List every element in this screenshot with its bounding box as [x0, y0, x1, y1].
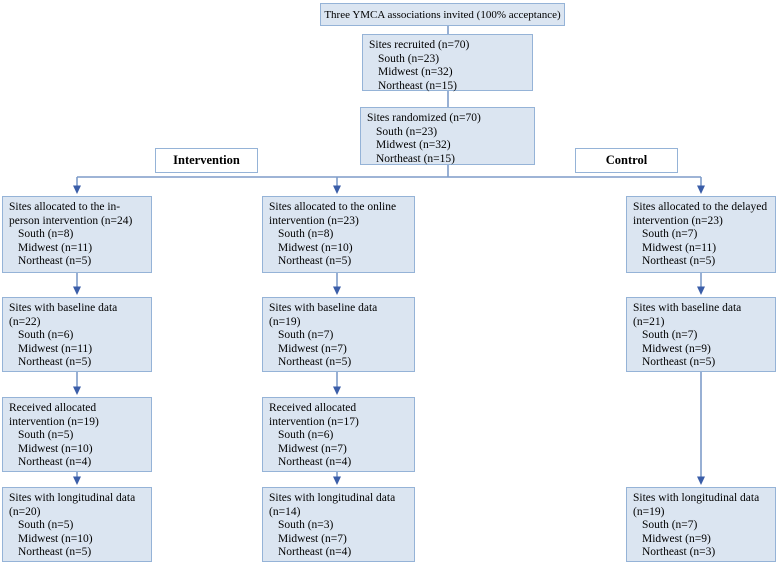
inperson-received-northeast: Northeast (n=4): [18, 456, 92, 468]
online-allocated-midwest: Midwest (n=10): [278, 241, 353, 254]
online-received-title: Received allocated intervention (n=17): [269, 402, 359, 428]
inperson-allocated-northeast: Northeast (n=5): [18, 255, 92, 267]
box-online-allocated: Sites allocated to the online interventi…: [262, 196, 415, 273]
delayed-allocated-title: Sites allocated to the delayed intervent…: [633, 201, 768, 227]
online-received-midwest: Midwest (n=7): [278, 442, 347, 455]
online-received-northeast: Northeast (n=4): [278, 456, 352, 468]
inperson-baseline-title: Sites with baseline data (n=22): [9, 302, 118, 328]
randomized-midwest: Midwest (n=32): [376, 139, 451, 151]
inperson-baseline-northeast: Northeast (n=5): [18, 356, 92, 368]
online-longitudinal-title: Sites with longitudinal data (n=14): [269, 492, 396, 518]
online-longitudinal-south: South (n=3): [278, 519, 334, 531]
online-allocated-south: South (n=8): [278, 228, 334, 240]
box-randomized: Sites randomized (n=70) South (n=23) Mid…: [360, 107, 535, 165]
box-delayed-longitudinal: Sites with longitudinal data (n=19) Sout…: [626, 487, 776, 562]
inperson-longitudinal-northeast: Northeast (n=5): [18, 546, 92, 558]
inperson-received-midwest: Midwest (n=10): [18, 442, 93, 455]
online-baseline-title: Sites with baseline data (n=19): [269, 302, 378, 328]
delayed-longitudinal-midwest: Midwest (n=9): [642, 532, 711, 545]
delayed-baseline-northeast: Northeast (n=5): [642, 356, 716, 368]
inperson-allocated-south: South (n=8): [18, 228, 74, 240]
box-invited: Three YMCA associations invited (100% ac…: [320, 3, 565, 26]
box-online-received: Received allocated intervention (n=17) S…: [262, 397, 415, 472]
randomized-northeast: Northeast (n=15): [376, 152, 455, 165]
box-inperson-received: Received allocated intervention (n=19) S…: [2, 397, 152, 472]
inperson-received-south: South (n=5): [18, 429, 74, 441]
online-allocated-northeast: Northeast (n=5): [278, 255, 352, 267]
box-delayed-allocated: Sites allocated to the delayed intervent…: [626, 196, 776, 273]
box-online-longitudinal: Sites with longitudinal data (n=14) Sout…: [262, 487, 415, 562]
recruited-midwest: Midwest (n=32): [378, 66, 453, 78]
label-intervention: Intervention: [155, 148, 258, 173]
online-baseline-northeast: Northeast (n=5): [278, 356, 352, 368]
inperson-received-title: Received allocated intervention (n=19): [9, 402, 99, 428]
online-longitudinal-northeast: Northeast (n=4): [278, 546, 352, 558]
box-inperson-allocated: Sites allocated to the in-person interve…: [2, 196, 152, 273]
delayed-allocated-northeast: Northeast (n=5): [642, 255, 716, 267]
delayed-longitudinal-title: Sites with longitudinal data (n=19): [633, 492, 760, 518]
box-inperson-baseline: Sites with baseline data (n=22) South (n…: [2, 297, 152, 372]
delayed-longitudinal-northeast: Northeast (n=3): [642, 546, 716, 558]
online-allocated-title: Sites allocated to the online interventi…: [269, 201, 397, 227]
recruited-south: South (n=23): [378, 52, 440, 65]
recruited-northeast: Northeast (n=15): [378, 79, 457, 92]
inperson-baseline-south: South (n=6): [18, 329, 74, 341]
delayed-baseline-title: Sites with baseline data (n=21): [633, 302, 742, 328]
box-recruited: Sites recruited (n=70) South (n=23) Midw…: [362, 34, 533, 92]
online-longitudinal-midwest: Midwest (n=7): [278, 532, 347, 545]
delayed-longitudinal-south: South (n=7): [642, 519, 698, 531]
online-baseline-south: South (n=7): [278, 329, 334, 341]
invited-text: Three YMCA associations invited (100% ac…: [324, 8, 561, 21]
control-label-text: Control: [605, 153, 648, 167]
inperson-baseline-midwest: Midwest (n=11): [18, 342, 93, 355]
box-inperson-longitudinal: Sites with longitudinal data (n=20) Sout…: [2, 487, 152, 562]
box-delayed-baseline: Sites with baseline data (n=21) South (n…: [626, 297, 776, 372]
online-baseline-midwest: Midwest (n=7): [278, 342, 347, 355]
randomized-south: South (n=23): [376, 125, 438, 138]
randomized-title: Sites randomized (n=70): [367, 112, 481, 124]
intervention-label-text: Intervention: [173, 153, 240, 167]
delayed-baseline-midwest: Midwest (n=9): [642, 342, 711, 355]
delayed-allocated-midwest: Midwest (n=11): [642, 241, 717, 254]
box-online-baseline: Sites with baseline data (n=19) South (n…: [262, 297, 415, 372]
inperson-longitudinal-title: Sites with longitudinal data (n=20): [9, 492, 136, 518]
inperson-longitudinal-midwest: Midwest (n=10): [18, 532, 93, 545]
inperson-allocated-midwest: Midwest (n=11): [18, 241, 93, 254]
online-received-south: South (n=6): [278, 429, 334, 441]
inperson-allocated-title: Sites allocated to the in-person interve…: [9, 201, 133, 227]
delayed-baseline-south: South (n=7): [642, 329, 698, 341]
inperson-longitudinal-south: South (n=5): [18, 519, 74, 531]
delayed-allocated-south: South (n=7): [642, 228, 698, 240]
label-control: Control: [575, 148, 678, 173]
recruited-title: Sites recruited (n=70): [369, 39, 470, 51]
